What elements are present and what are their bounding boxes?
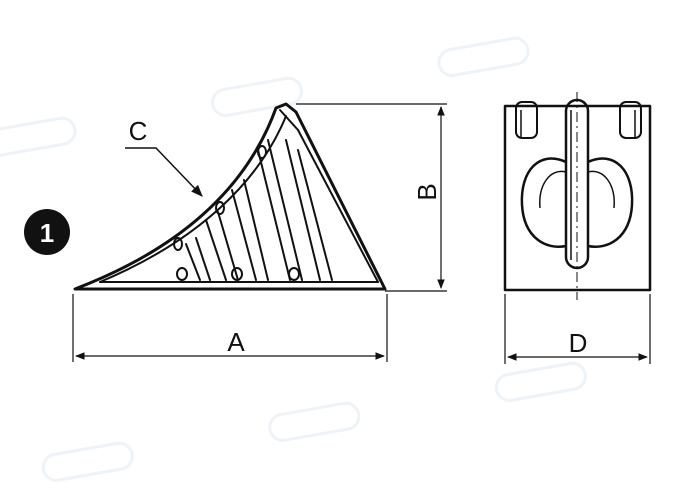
watermark-pattern bbox=[0, 36, 587, 482]
label-d: D bbox=[569, 328, 588, 358]
dimension-a bbox=[72, 294, 388, 362]
label-a: A bbox=[227, 327, 245, 357]
label-c: C bbox=[129, 116, 148, 146]
dimension-b bbox=[296, 103, 447, 292]
chock-side-view bbox=[73, 102, 387, 291]
dimension-d bbox=[504, 294, 651, 364]
chock-front-view bbox=[503, 92, 652, 300]
leader-c bbox=[125, 147, 203, 197]
figure-number-badge: 1 bbox=[24, 209, 70, 255]
figure-number: 1 bbox=[40, 218, 54, 248]
label-b: B bbox=[412, 183, 442, 200]
